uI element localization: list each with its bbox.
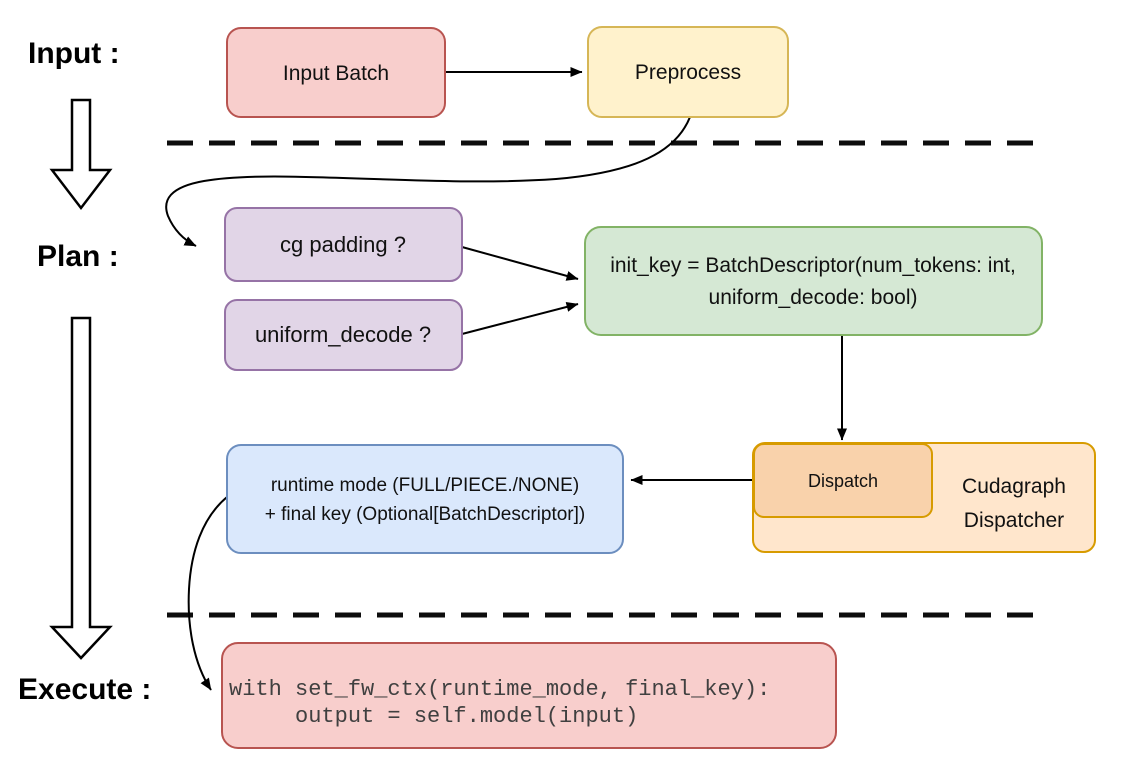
edge-uniformdecode-initkey — [461, 302, 579, 335]
node-runtime-mode-line2: + final key (Optional[BatchDescriptor]) — [265, 504, 586, 525]
node-init-key — [584, 226, 1043, 336]
node-init-key-line1: init_key = BatchDescriptor(num_tokens: i… — [610, 254, 1016, 277]
node-execute-code — [221, 642, 837, 749]
node-execute-code-line2: output = self.model(input) — [229, 704, 638, 729]
node-preprocess — [587, 26, 789, 118]
node-uniform-decode-label: uniform_decode ? — [255, 322, 431, 347]
node-execute-code-line1: with set_fw_ctx(runtime_mode, final_key)… — [229, 677, 770, 702]
stage-label-execute: Execute : — [18, 673, 151, 706]
node-init-key-line2: uniform_decode: bool) — [709, 286, 918, 309]
stage-label-plan: Plan : — [37, 240, 119, 273]
down-arrow-plan-to-execute — [49, 316, 113, 660]
node-dispatch-label: Dispatch — [808, 471, 878, 491]
node-cudagraph-dispatcher-line1: Cudagraph — [962, 475, 1066, 498]
node-runtime-mode — [226, 444, 624, 554]
node-cg-padding — [224, 207, 463, 282]
node-runtime-mode-line1: runtime mode (FULL/PIECE./NONE) — [271, 475, 579, 496]
edge-runtimemode-executecode — [187, 496, 228, 691]
node-input-batch — [226, 27, 446, 118]
node-input-batch-label: Input Batch — [283, 62, 389, 85]
node-cg-padding-label: cg padding ? — [280, 232, 406, 257]
node-uniform-decode — [224, 299, 463, 371]
down-arrow-input-to-plan — [49, 98, 113, 211]
edge-preprocess-cgpadding — [165, 116, 691, 247]
stage-label-input: Input : — [28, 37, 120, 70]
node-cudagraph-dispatcher-line2: Dispatcher — [964, 509, 1064, 532]
node-dispatch — [753, 443, 933, 518]
node-preprocess-label: Preprocess — [635, 61, 741, 84]
edge-cgpadding-initkey — [461, 246, 579, 281]
